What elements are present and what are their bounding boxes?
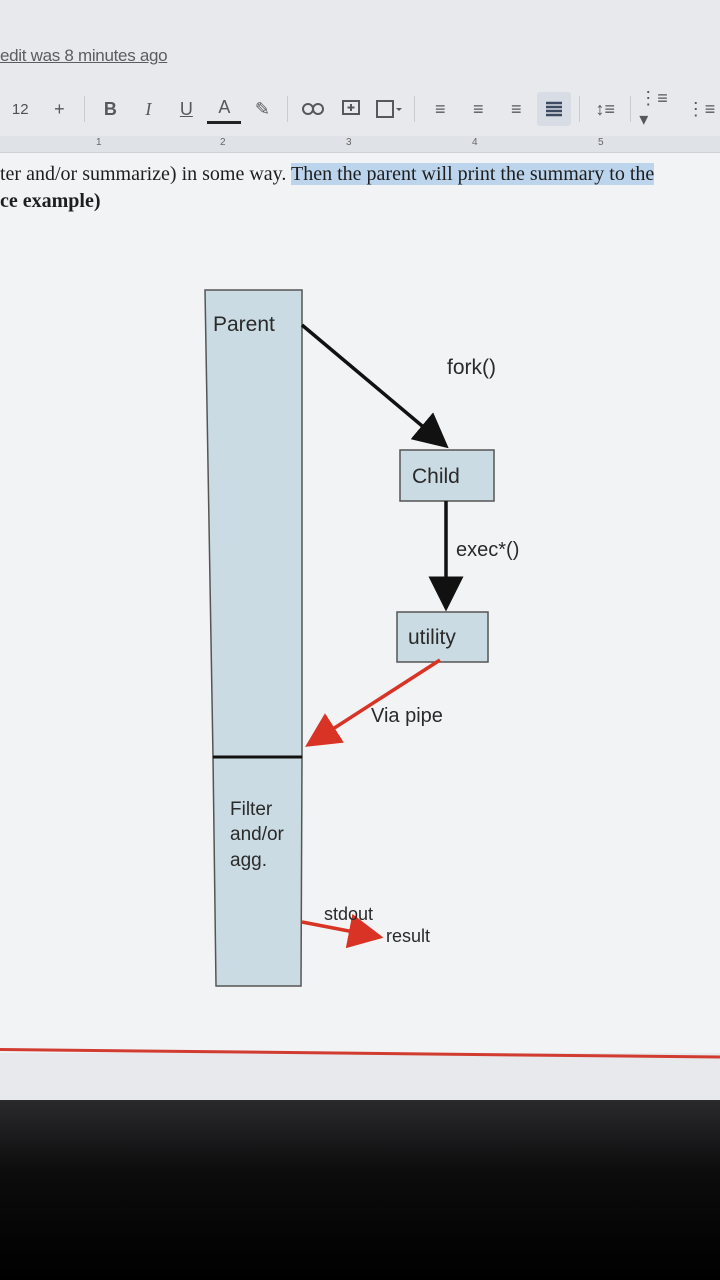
ruler[interactable]: 1 2 3 4 5 [0, 136, 720, 153]
exec-label: exec*() [456, 539, 519, 561]
filter-box [212, 756, 303, 987]
align-center-icon[interactable]: ≡ [473, 98, 484, 119]
image-icon[interactable] [372, 92, 406, 126]
process-diagram[interactable]: Parent fork() Child exec*() utility Via … [0, 153, 720, 1013]
line-spacing-icon[interactable]: ↕≡ [595, 98, 615, 119]
parent-label: Parent [213, 313, 275, 336]
last-edit-link[interactable]: edit was 8 minutes ago [0, 46, 168, 65]
formatting-toolbar: 12 + B I U A ✎ ≡ ≡ ≡ ↕≡ ⋮≡ ▾ ⋮≡ [0, 86, 720, 132]
comment-icon[interactable] [334, 92, 368, 126]
utility-label: utility [408, 626, 456, 649]
italic-button[interactable]: I [145, 98, 152, 119]
align-justify-icon[interactable] [537, 92, 572, 126]
numbered-list-icon[interactable]: ⋮≡ ▾ [639, 88, 668, 129]
underline-button[interactable]: U [179, 98, 193, 119]
ruler-mark: 1 [96, 137, 102, 148]
result-label: result [386, 926, 430, 946]
text-color-button[interactable]: A [207, 95, 242, 124]
stdout-label: stdout [324, 904, 373, 924]
toolbar-divider [579, 96, 581, 122]
bulleted-list-icon[interactable]: ⋮≡ [686, 98, 716, 119]
toolbar-divider [287, 96, 289, 122]
increase-font-size-button[interactable]: + [54, 98, 65, 119]
document-text-line[interactable]: ce example) [0, 190, 101, 212]
link-icon[interactable] [296, 92, 330, 126]
pipe-label: Via pipe [371, 705, 443, 727]
child-label: Child [412, 465, 460, 488]
selected-text: Then the parent will print the summary t… [291, 163, 655, 185]
parent-box [204, 289, 303, 758]
filter-label: agg. [230, 850, 267, 871]
ruler-mark: 4 [472, 137, 478, 148]
highlight-icon[interactable]: ✎ [254, 98, 270, 119]
toolbar-divider [84, 96, 86, 122]
stdout-arrow [301, 913, 384, 949]
align-right-icon[interactable]: ≡ [511, 98, 522, 119]
ruler-mark: 5 [598, 137, 604, 148]
document-text-line[interactable]: ter and/or summarize) in some way. Then … [0, 163, 655, 186]
text-segment: ter and/or summarize) in some way. [0, 163, 287, 185]
ruler-mark: 2 [220, 137, 226, 148]
ruler-mark: 3 [346, 137, 352, 148]
toolbar-divider [630, 96, 632, 122]
pipe-arrow [305, 658, 441, 747]
document-page[interactable]: ter and/or summarize) in some way. Then … [0, 153, 720, 1053]
bold-button[interactable]: B [103, 98, 117, 119]
child-box [399, 449, 495, 502]
monitor-bezel [0, 1100, 720, 1280]
toolbar-divider [414, 96, 416, 122]
filter-label: Filter [230, 799, 273, 820]
font-size-field[interactable]: 12 [11, 100, 29, 118]
utility-box [396, 611, 489, 663]
filter-label: and/or [230, 824, 285, 845]
fork-label: fork() [447, 356, 496, 379]
align-left-icon[interactable]: ≡ [435, 98, 446, 119]
fork-arrow [300, 323, 449, 449]
